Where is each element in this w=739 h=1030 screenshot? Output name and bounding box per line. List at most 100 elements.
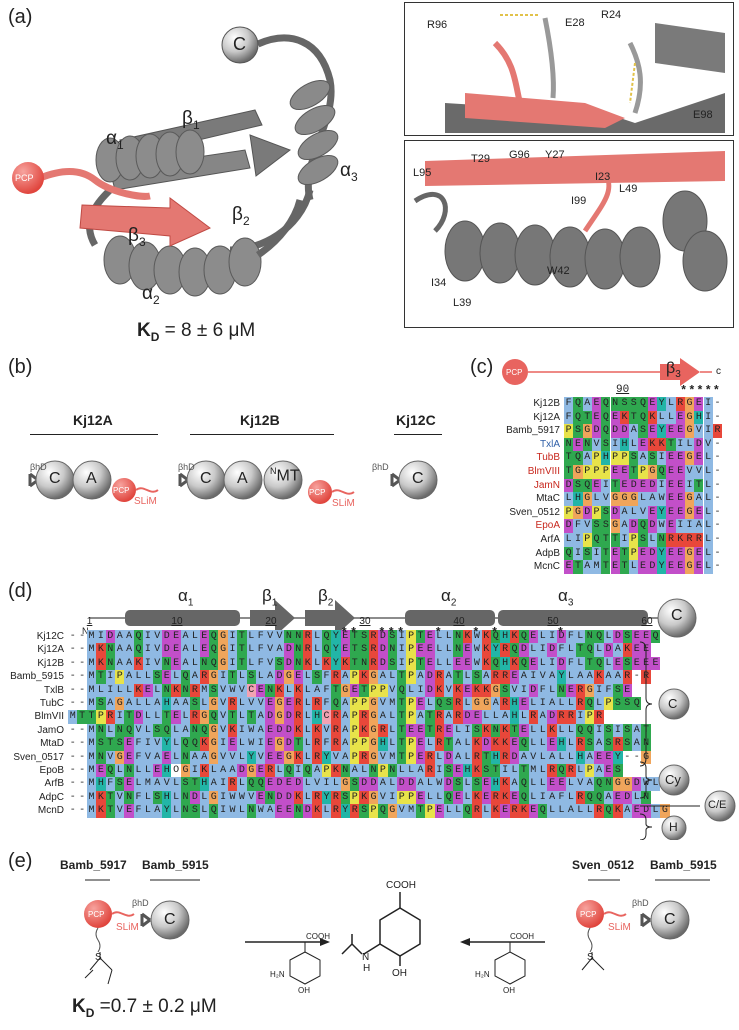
panel-d-aln-residue: Q [199,723,209,738]
panel-d-aln-residue: L [575,630,585,644]
panel-d-aln-residue: G [368,697,379,711]
panel-d-aln-residue: F [133,804,144,818]
panel-d-aln-residue: L [237,777,247,791]
panel-d-aln-residue: N [340,764,350,778]
panel-d-aln-residue: L [462,697,473,711]
panel-d-aln-residue: N [641,790,651,805]
panel-e-right-c: C [664,911,676,928]
panel-c-aln-residue: G [684,424,695,438]
panel-c-pcp: PCP [506,368,523,377]
panel-c-aln-residue: E [694,560,704,574]
panel-d-aln-residue: R [547,764,557,778]
panel-d-aln-residue: F [321,683,332,697]
panel-c-aln-residue: P [582,465,592,479]
panel-d-aln-residue: Q [632,697,642,711]
panel-c-aln-residue: - [714,547,721,559]
panel-c-aln-residue: E [610,410,620,425]
panel-d-aln-residue: P [406,710,416,724]
panel-d-aln-residue: R [434,737,444,751]
panel-d-aln-residue: T [519,764,529,778]
panel-d-aln-residue: V [331,750,341,764]
panel-d-aln-residue: A [152,750,162,764]
panel-d-aln-residue: I [143,643,153,657]
panel-d-aln-residue: A [509,777,520,791]
panel-d-aln-residue: L [528,723,538,738]
panel-c-aln-residue: V [638,505,648,520]
panel-d-aln-residue: - [69,657,76,669]
panel-d-aln-residue: L [96,683,106,697]
kj12b-title-rule [190,434,334,435]
panel-d-aln-residue: P [406,790,416,805]
panel-c-aln-residue: G [684,560,695,574]
panel-d-aln-residue: I [105,683,115,697]
panel-d-aln-residue: A [180,656,191,671]
panel-d-aln-residue: E [566,683,576,697]
panel-d-aln-residue: I [594,723,604,738]
panel-c-aln-residue: R [712,424,723,438]
panel-d-aln-residue: K [547,723,557,738]
panel-d-aln-row-name: McnD [37,805,64,817]
panel-c-aln-residue: E [647,397,657,411]
panel-d-aln-residue: G [481,697,491,711]
panel-d-aln-residue: E [96,764,106,778]
panel-d-aln-residue: L [284,683,294,697]
panel-d-aln-residue: A [265,804,275,818]
panel-d-aln-residue: W [246,723,256,738]
panel-d-aln-residue: E [171,656,181,671]
panel-d-aln-residue: S [500,683,510,697]
panel-d-aln-residue: A [481,670,491,684]
panel-d-aln-residue: L [491,710,501,724]
kj12b-bhd: βhD [178,462,195,472]
panel-d-aln-residue: T [293,737,303,751]
panel-d-aln-residue: W [237,790,247,805]
panel-e-product-n: N [362,952,370,963]
panel-d-aln-row-name: Bamb_5915 [10,671,64,683]
panel-e-left-title-2: Bamb_5915 [142,858,209,872]
panel-e-right-title-1: Sven_0512 [572,858,635,872]
panel-d-aln-residue: - [69,671,76,683]
panel-d-aln-residue: E [509,790,520,805]
panel-d-aln-residue: S [622,723,632,738]
panel-d-aln-residue: A [124,643,134,657]
panel-c-aln-residue: V [694,465,704,479]
panel-c-aln-residue: I [675,519,685,533]
panel-d-aln-residue: Y [321,750,332,764]
panel-c-aln-residue: L [666,397,676,411]
panel-d-aln-residue: L [256,670,266,684]
panel-d-aln-residue: Q [105,764,115,778]
panel-d-aln-residue: K [293,790,303,805]
panel-d-aln-residue: E [227,737,238,751]
panel-c-aln-residue: T [610,533,620,547]
panel-d-aln-residue: S [115,737,125,751]
panel-d-aln-residue: E [256,683,266,697]
panel-d-aln-residue: R [622,670,632,684]
panel-d-aln-residue: A [340,750,350,764]
panel-d-aln-residue: L [538,630,548,644]
panel-d-aln-residue: G [218,643,228,657]
panel-d-aln-residue: L [575,764,585,778]
panel-d-aln-residue: K [133,683,144,697]
panel-d-aln-residue: Q [321,630,332,644]
panel-c-aln-residue: G [684,397,695,411]
panel-c-aln-residue: G [619,492,630,506]
panel-d-aln-residue: L [462,750,473,764]
panel-d-aln-residue: A [613,643,623,657]
panel-d-aln-residue: K [359,723,369,738]
panel-d-aln-residue: Y [246,750,256,764]
panel-d-aln-residue: L [387,670,397,684]
panel-d-aln-residue: N [387,764,397,778]
panel-d-aln-residue: Q [209,630,219,644]
kj12a-title-rule [30,434,158,435]
panel-d-aln-residue: L [453,804,463,818]
panel-c-aln-residue: - [714,493,721,505]
panel-e-label: (e) [8,850,33,872]
panel-d-aln-residue: F [538,683,548,697]
inset-top-label-0: R96 [427,19,448,31]
panel-d-aln-residue: A [594,764,604,778]
panel-d-aln-residue: G [246,764,256,778]
panel-d-aln-residue: E [415,697,426,711]
panel-c-aln-residue: F [564,410,574,425]
panel-d-aln-residue: Y [331,630,341,644]
panel-d-aln-residue: L [650,804,661,818]
panel-d-aln-residue: Q [180,737,191,751]
